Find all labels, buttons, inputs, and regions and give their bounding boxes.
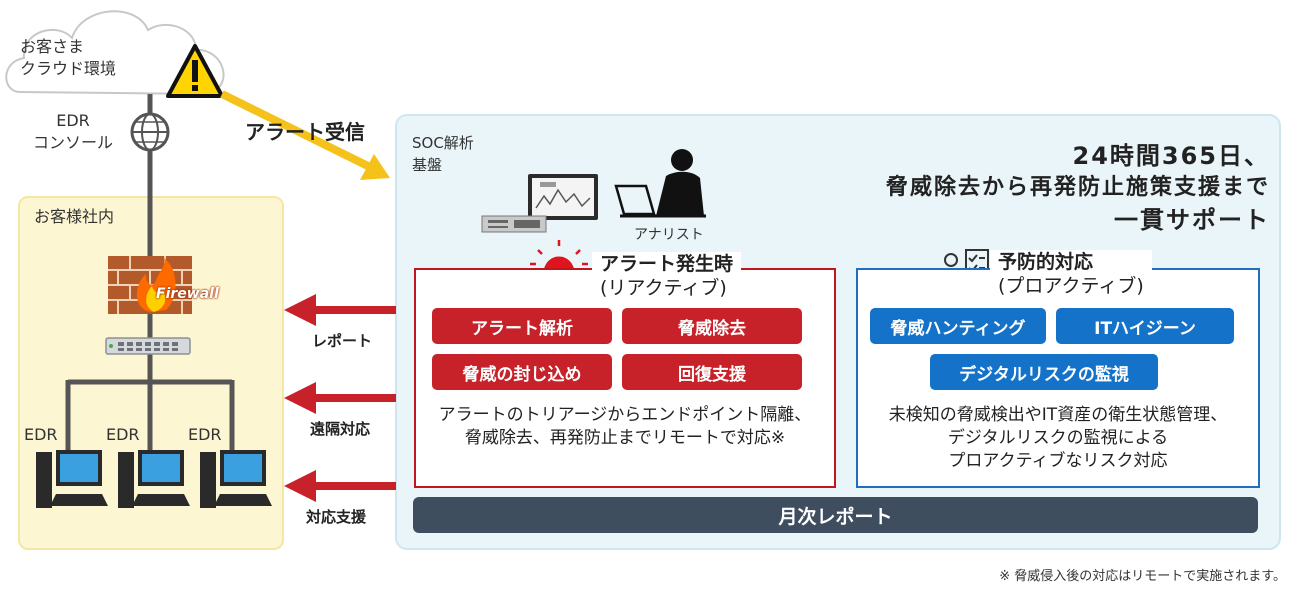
edr-console-line2: コンソール xyxy=(32,133,113,152)
reactive-title-text: アラート発生時 xyxy=(600,253,734,275)
analyst-icon xyxy=(614,149,706,218)
soc-label-line1: SOC解析 xyxy=(412,134,474,152)
threat-hunting-button: 脅威ハンティング xyxy=(870,308,1046,344)
proactive-title-text: 予防的対応 xyxy=(998,251,1094,273)
firewall-label: Firewall xyxy=(156,286,219,302)
alert-receive-label: アラート受信 xyxy=(245,120,365,144)
cloud-label: お客さま クラウド環境 xyxy=(20,36,116,80)
report-arrow-label: レポート xyxy=(312,332,373,350)
threat-containment-button: 脅威の封じ込め xyxy=(432,354,612,390)
edr-label-2: EDR xyxy=(106,425,140,444)
firewall-icon xyxy=(108,256,192,314)
red-arrows xyxy=(284,294,396,502)
reactive-description: アラートのトリアージからエンドポイント隔離、 脅威除去、再発防止までリモートで対… xyxy=(416,404,834,450)
alert-analysis-button: アラート解析 xyxy=(432,308,612,344)
soc-tagline: 24時間365日、 脅威除去から再発防止施策支援まで 一貫サポート xyxy=(886,140,1270,236)
premises-label: お客様社内 xyxy=(34,207,115,226)
remote-arrow-label: 遠隔対応 xyxy=(310,420,371,438)
proactive-subtitle: (プロアクティブ) xyxy=(998,275,1144,297)
it-hygiene-button: ITハイジーン xyxy=(1056,308,1234,344)
support-arrow-label: 対応支援 xyxy=(306,508,367,526)
network-switch-icon xyxy=(105,337,191,355)
proactive-description: 未検知の脅威検出やIT資産の衛生状態管理、 デジタルリスクの監視による プロアク… xyxy=(858,404,1258,473)
server-monitor-icon xyxy=(481,174,598,233)
reactive-subtitle: (リアクティブ) xyxy=(600,277,727,299)
reactive-desc-line1: アラートのトリアージからエンドポイント隔離、 xyxy=(438,405,812,425)
analyst-label: アナリスト xyxy=(634,227,704,243)
proactive-desc-line2: デジタルリスクの監視による xyxy=(947,428,1169,448)
recovery-support-button: 回復支援 xyxy=(622,354,802,390)
tagline-line2: 脅威除去から再発防止施策支援まで xyxy=(885,175,1270,200)
pc-icon-2 xyxy=(118,450,190,508)
threat-removal-button: 脅威除去 xyxy=(622,308,802,344)
tagline-line1: 24時間365日、 xyxy=(1072,142,1270,170)
edr-console-label: EDR コンソール xyxy=(26,110,120,154)
cloud-label-line2: クラウド環境 xyxy=(20,59,117,78)
pc-icon-1 xyxy=(36,450,108,508)
reactive-title: アラート発生時 (リアクティブ) xyxy=(592,252,742,300)
reactive-desc-line2: 脅威除去、再発防止までリモートで対応※ xyxy=(464,428,786,448)
cloud-label-line1: お客さま xyxy=(20,37,85,56)
edr-label-3: EDR xyxy=(188,425,222,444)
proactive-desc-line3: プロアクティブなリスク対応 xyxy=(948,451,1168,471)
pc-icon-3 xyxy=(200,450,272,508)
network-branches xyxy=(65,379,235,455)
monthly-report-bar: 月次レポート xyxy=(413,497,1258,533)
globe-icon xyxy=(130,112,170,152)
proactive-title: 予防的対応 (プロアクティブ) xyxy=(990,250,1152,298)
cloud-icon xyxy=(5,10,225,96)
footnote: ※ 脅威侵入後の対応はリモートで実施されます。 xyxy=(999,569,1286,584)
reactive-section: アラート解析 脅威除去 脅威の封じ込め 回復支援 アラートのトリアージからエンド… xyxy=(414,268,836,488)
edr-label-1: EDR xyxy=(24,425,58,444)
proactive-section: 脅威ハンティング ITハイジーン デジタルリスクの監視 未検知の脅威検出やIT資… xyxy=(856,268,1260,488)
warning-icon xyxy=(166,44,224,98)
soc-label: SOC解析 基盤 xyxy=(412,132,474,176)
digital-risk-monitoring-button: デジタルリスクの監視 xyxy=(930,354,1158,390)
proactive-desc-line1: 未検知の脅威検出やIT資産の衛生状態管理、 xyxy=(888,405,1228,425)
soc-label-line2: 基盤 xyxy=(412,156,443,174)
edr-console-line1: EDR xyxy=(56,111,90,130)
tagline-line3: 一貫サポート xyxy=(1114,206,1270,234)
alert-arrow xyxy=(220,90,390,180)
